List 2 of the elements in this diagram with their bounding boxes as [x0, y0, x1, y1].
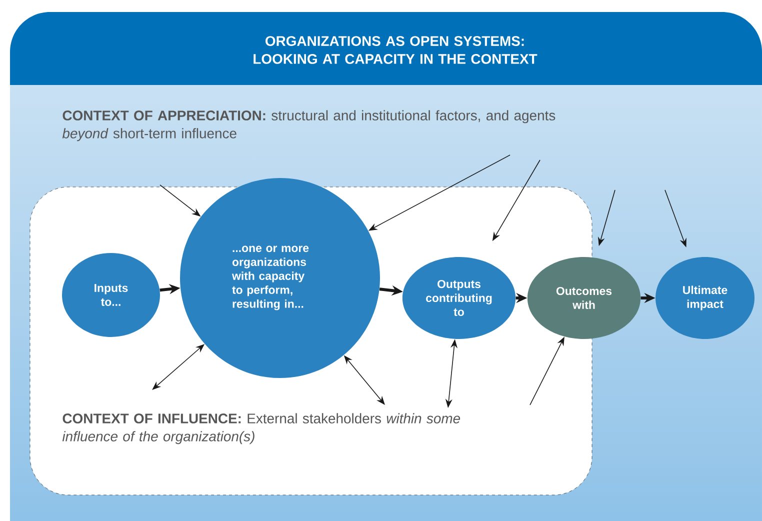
title-banner: ORGANIZATIONS AS OPEN SYSTEMS: LOOKING AT CAPACITY IN THE CONTEXT — [10, 12, 762, 85]
context-description: CONTEXT OF APPRECIATION: structural and institutional factors, and agents beyond short-term influence — [62, 110, 556, 142]
